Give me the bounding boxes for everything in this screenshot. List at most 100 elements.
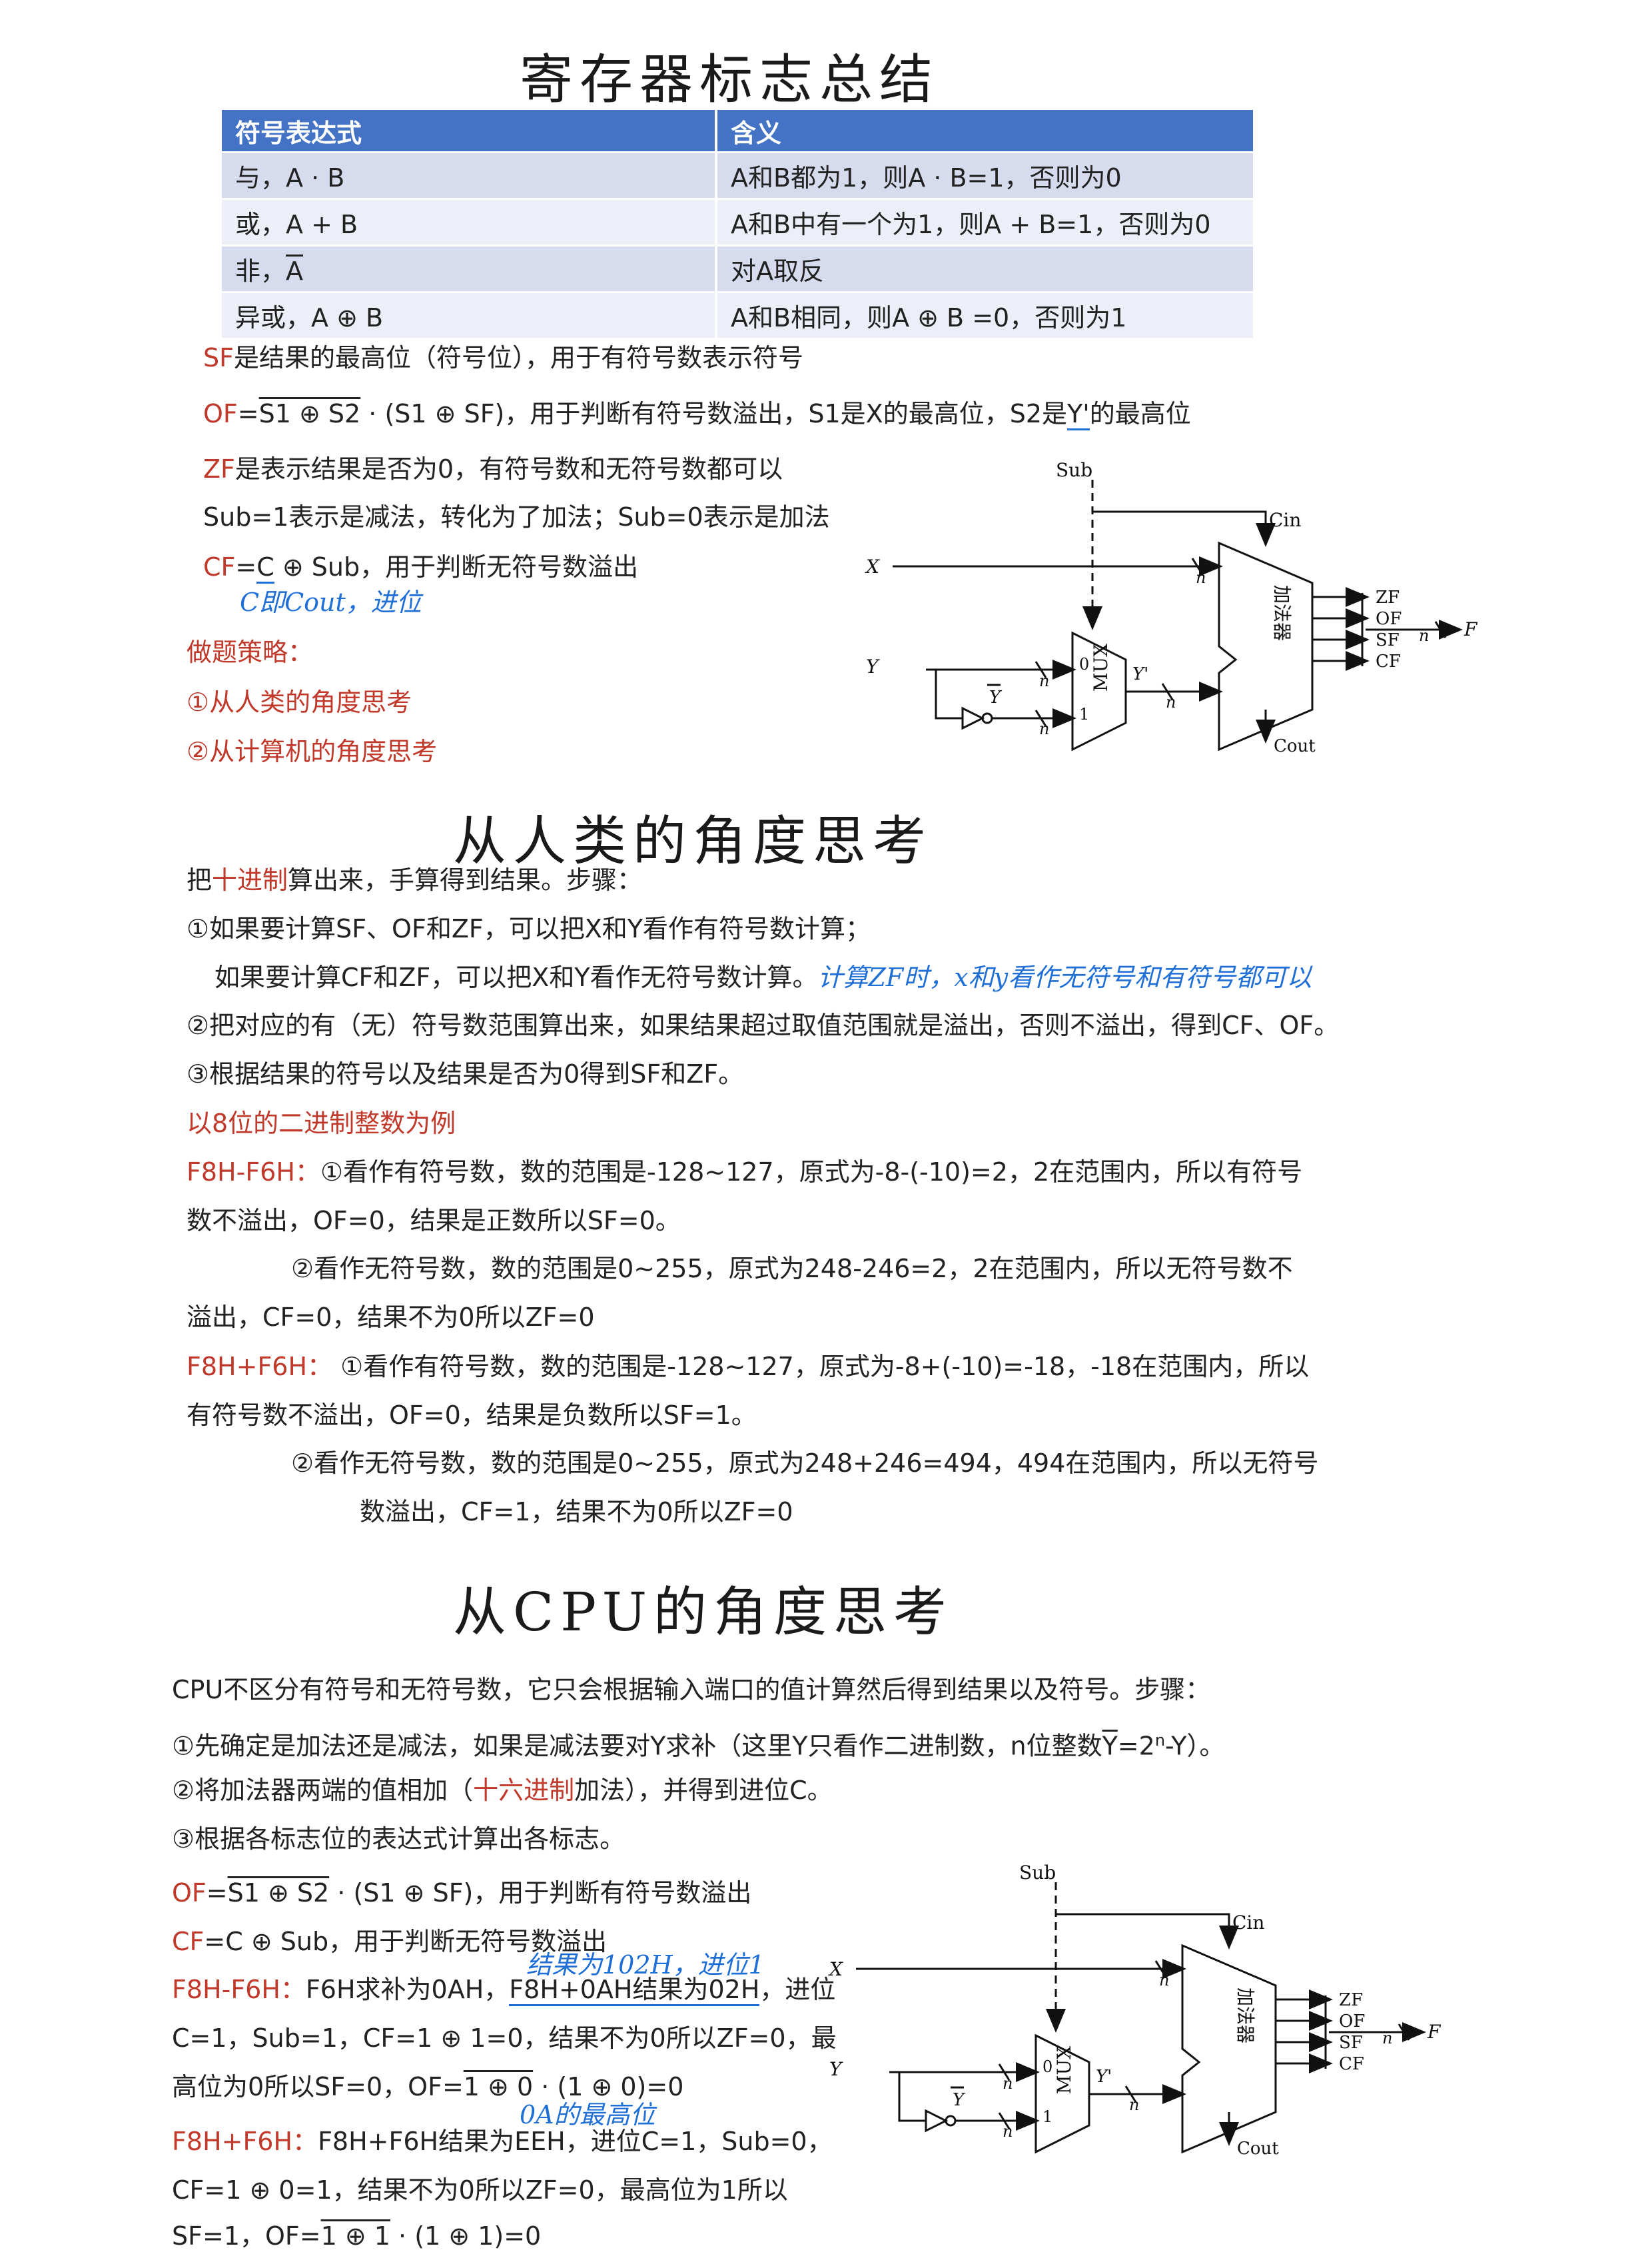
cpu-step1-c: -Y）。 — [1165, 1731, 1225, 1761]
diagram-n-label: n — [1003, 2122, 1013, 2141]
cpu-step1: ①先确定是加法还是减法，如果是减法要对Y求补（这里Y只看作二进制数，n位整数Y=… — [172, 1724, 1224, 1762]
cpu-of-label: OF — [172, 1878, 206, 1908]
cpu-ex1-label: F8H-F6H： — [172, 1975, 306, 2004]
cpu-ex1-a: F6H求补为0AH， — [305, 1975, 510, 2004]
sf-line: SF是结果的最高位（符号位），用于有符号数表示符号 — [203, 342, 803, 374]
cpu-ex2-b: CF=1 ⊕ 0=1，结果不为0所以ZF=0，最高位为1所以 — [172, 2175, 788, 2205]
diagram-n-label: n — [1003, 2074, 1013, 2093]
diagram-out-cf: CF — [1376, 652, 1401, 672]
human-step1b: 如果要计算CF和ZF，可以把X和Y看作无符号数计算。 — [214, 963, 818, 992]
adder-circuit-diagram-1: Sub Cin X Y Y Y' n n n n n 0 1 MUX 加法器 Z… — [865, 460, 1478, 756]
adder-circuit-diagram-2: Sub Cin X Y Y Y' n n n n n 0 1 MUX 加法器 Z… — [828, 1862, 1442, 2159]
table-header-row: 符号表达式 含义 — [222, 110, 1256, 153]
diagram-cin-label: Cin — [1269, 509, 1301, 531]
section2-title: 从人类的角度思考 — [453, 810, 933, 872]
cf-line: CF=C ⊕ Sub，用于判断无符号数溢出 — [203, 551, 638, 584]
human-intro-a: 把 — [187, 865, 212, 895]
diagram-n-label: n — [1039, 720, 1049, 738]
cf-eq: = — [235, 552, 257, 582]
sf-label: SF — [203, 343, 234, 372]
table-cell-meaning: A和B中有一个为1，则A + B=1，否则为0 — [716, 198, 1256, 246]
cpu-ex1-d1: 高位为0所以SF=0，OF= — [172, 2072, 464, 2101]
diagram-y-label: Y — [829, 2058, 843, 2080]
cf-handwritten-note: C即Cout，进位 — [240, 588, 422, 617]
cpu-ex2-c1: SF=1，OF= — [172, 2221, 321, 2251]
cpu-ex1-b: ，进位 — [759, 1975, 836, 2004]
table-row: 异或，A ⊕ B A和B相同，则A ⊕ B =0，否则为1 — [222, 291, 1256, 338]
diagram-adder-label: 加法器 — [1234, 1987, 1256, 2043]
table-cell-expr: 非，A — [222, 245, 717, 292]
diagram-adder-label: 加法器 — [1271, 585, 1293, 641]
cpu-ex2-c: SF=1，OF=1 ⊕ 1 · (1 ⊕ 1)=0 — [172, 2220, 541, 2252]
of-eq: = — [237, 399, 259, 428]
human-step1-handwritten-note: 计算ZF时，x和y看作无符号和有符号都可以 — [817, 963, 1312, 992]
cpu-step2: ②将加法器两端的值相加（十六进制加法），并得到进位C。 — [172, 1774, 833, 1806]
of-overline: S1 ⊕ S2 — [258, 399, 361, 428]
diagram-x-label: X — [828, 1958, 843, 1980]
diagram-n-label: n — [1382, 2029, 1392, 2047]
human-ex1-d: 溢出，CF=0，结果不为0所以ZF=0 — [187, 1303, 595, 1332]
human-step1b-line: 如果要计算CF和ZF，可以把X和Y看作无符号数计算。计算ZF时，x和y看作无符号… — [214, 961, 1312, 993]
zf-line: ZF是表示结果是否为0，有符号数和无符号数都可以 — [203, 453, 783, 485]
sf-text: 是结果的最高位（符号位），用于有符号数表示符号 — [233, 343, 803, 372]
cpu-step1-b: =2 — [1117, 1731, 1155, 1761]
of-yprime: Y' — [1067, 399, 1090, 430]
cpu-step1-a: ①先确定是加法还是减法，如果是减法要对Y求补（这里Y只看作二进制数，n位整数 — [172, 1731, 1102, 1761]
table-row: 非，A 对A取反 — [222, 245, 1256, 292]
diagram-yprime-label: Y' — [1132, 664, 1148, 684]
human-step3: ③根据结果的符号以及结果是否为0得到SF和ZF。 — [187, 1059, 744, 1089]
table-header-expr: 符号表达式 — [222, 110, 717, 153]
strategy-title: 做题策略： — [187, 638, 314, 667]
diagram-y-label: Y — [866, 656, 880, 678]
cpu-step2-b: 加法），并得到进位C。 — [574, 1776, 833, 1805]
section1-title: 寄存器标志总结 — [520, 49, 939, 111]
cpu-cf-rest: =C ⊕ Sub，用于判断无符号数溢出 — [204, 1927, 608, 1956]
of-label: OF — [203, 399, 238, 428]
diagram-cout-label: Cout — [1274, 736, 1316, 756]
diagram-cout-label: Cout — [1237, 2139, 1279, 2159]
diagram-mux-label: MUX — [1090, 644, 1112, 692]
cpu-step1-ybar: Y — [1102, 1731, 1118, 1761]
cpu-ex2-a: F8H+F6H结果为EEH，进位C=1，Sub=0， — [318, 2127, 833, 2156]
cpu-of-line: OF=S1 ⊕ S2 · (S1 ⊕ SF)，用于判断有符号数溢出 — [172, 1877, 751, 1909]
cpu-ex1-handwritten-note2: 0A的最高位 — [520, 2100, 655, 2129]
diagram-x-label: X — [865, 556, 880, 578]
diagram-out-zf: ZF — [1376, 588, 1400, 608]
diagram-sub-label: Sub — [1056, 460, 1092, 481]
diagram-out-sf: SF — [1339, 2033, 1363, 2053]
section3-title: 从CPU的角度思考 — [453, 1581, 954, 1643]
human-ex2-d: 数溢出，CF=1，结果不为0所以ZF=0 — [360, 1497, 793, 1526]
cpu-step3: ③根据各标志位的表达式计算出各标志。 — [172, 1824, 625, 1854]
cpu-of-eq: = — [206, 1878, 228, 1908]
cpu-step1-sup: n — [1154, 1731, 1166, 1750]
table-cell-meaning: 对A取反 — [716, 245, 1256, 292]
table-header-meaning: 含义 — [716, 110, 1256, 153]
human-intro-b: 算出来，手算得到结果。步骤： — [288, 865, 643, 895]
cpu-ex2-line-a: F8H+F6H：F8H+F6H结果为EEH，进位C=1，Sub=0， — [172, 2125, 833, 2157]
diagram-n-label: n — [1129, 2095, 1139, 2114]
table-row: 或，A + B A和B中有一个为1，则A + B=1，否则为0 — [222, 198, 1256, 246]
not-prefix: 非， — [235, 257, 286, 286]
human-step1: ①如果要计算SF、OF和ZF，可以把X和Y看作有符号数计算； — [187, 914, 871, 943]
diagram-n-label: n — [1196, 568, 1206, 587]
example-title: 以8位的二进制整数为例 — [187, 1109, 456, 1138]
diagram-mux-1: 1 — [1079, 705, 1089, 724]
diagram-n-label: n — [1419, 626, 1429, 645]
zf-text: 是表示结果是否为0，有符号数和无符号数都可以 — [234, 454, 783, 484]
diagram-yprime-label: Y' — [1096, 2067, 1112, 2087]
cpu-ex2-c-overline: 1 ⊕ 1 — [320, 2221, 390, 2251]
diagram-cin-label: Cin — [1232, 1912, 1264, 1934]
zf-label: ZF — [203, 454, 235, 484]
cf-label: CF — [203, 552, 236, 582]
cpu-of-rest: · (S1 ⊕ SF)，用于判断有符号数溢出 — [329, 1878, 752, 1908]
human-intro: 把十进制算出来，手算得到结果。步骤： — [187, 864, 642, 896]
human-ex1-b: 数不溢出，OF=0，结果是正数所以SF=0。 — [187, 1206, 681, 1235]
diagram-out-sf: SF — [1376, 630, 1400, 650]
cpu-ex1-underlined: F8H+0AH结果为02H — [509, 1975, 760, 2006]
cpu-ex1-handwritten-note: 结果为102H，进位1 — [526, 1950, 765, 1979]
cpu-ex1-c: C=1，Sub=1，CF=1 ⊕ 1=0，结果不为0所以ZF=0，最 — [172, 2023, 837, 2053]
human-ex2-c: ②看作无符号数，数的范围是0~255，原式为248+246=494，494在范围… — [291, 1448, 1319, 1478]
cpu-intro: CPU不区分有符号和无符号数，它只会根据输入端口的值计算然后得到结果以及符号。步… — [172, 1675, 1211, 1704]
diagram-out-of: OF — [1339, 2011, 1365, 2031]
of-rest2: 的最高位 — [1089, 399, 1191, 428]
